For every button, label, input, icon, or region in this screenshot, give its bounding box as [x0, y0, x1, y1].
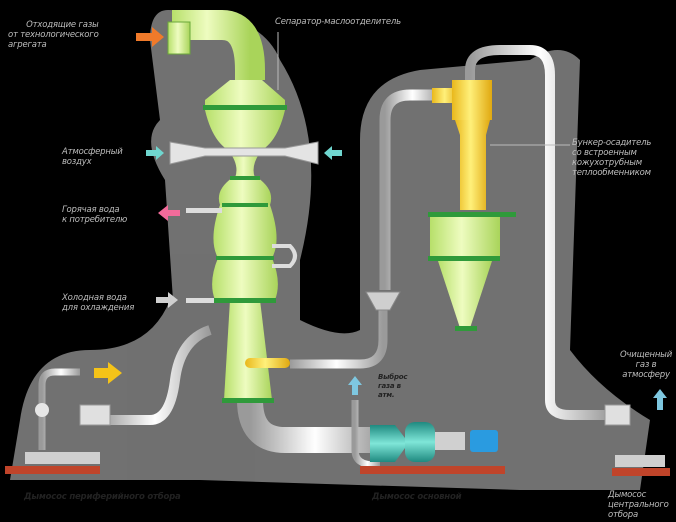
label-line: Отходящие газы	[26, 20, 99, 30]
label-line: теплообменником	[572, 168, 651, 178]
label-line: агрегата	[8, 40, 47, 50]
right-return-pipe	[465, 45, 610, 420]
clean-gas-up-arrow-icon	[653, 389, 667, 410]
label-line: газ в	[635, 360, 657, 370]
label-line: кожухотрубным	[572, 158, 642, 168]
bottom-duct	[237, 399, 380, 453]
label-fan-peripheral: Дымосос периферийного отбора	[24, 492, 181, 502]
label-line: Горячая вода	[62, 205, 120, 215]
riser-pipe	[379, 89, 440, 290]
label-fan-central: Дымосос центрального отбора	[608, 490, 669, 520]
label-line: Очищенный	[620, 350, 673, 360]
label-gas-inlet: Отходящие газы от технологического агрег…	[8, 20, 99, 50]
label-bunker: Бункер-осадитель со встроенным кожухотру…	[572, 138, 651, 178]
central-fan	[604, 404, 670, 476]
air-right-arrow-icon	[324, 146, 342, 160]
label-line: со встроенным	[572, 148, 637, 158]
label-line: для охлаждения	[62, 303, 135, 313]
label-hot-water: Горячая вода к потребителю	[62, 205, 127, 225]
label-line: газа в	[378, 382, 401, 390]
cold-water-arrow-icon	[156, 292, 178, 308]
label-line: атм.	[378, 391, 395, 399]
label-line: Атмосферный	[62, 147, 123, 157]
left-pipes	[95, 325, 215, 470]
lower-pipe	[290, 310, 388, 369]
label-line: центрального	[608, 500, 669, 510]
scrubber-column	[167, 10, 319, 403]
label-emission: Выброс газа в атм.	[378, 373, 408, 400]
label-cold-water: Холодная вода для охлаждения	[62, 293, 134, 313]
label-line: атмосферу	[622, 370, 670, 380]
emission-up-arrow-icon	[348, 376, 362, 395]
air-left-arrow-icon	[146, 146, 164, 160]
label-line: от технологического	[8, 30, 99, 40]
main-fan	[360, 422, 505, 474]
cyclone-bunker	[428, 80, 516, 331]
funnel	[365, 291, 401, 311]
label-line: к потребителю	[62, 215, 128, 225]
label-line: Дымосос	[608, 490, 647, 500]
leader-lines	[277, 32, 570, 146]
label-clean-gas: Очищенный газ в атмосферу	[620, 350, 672, 380]
label-line: воздух	[62, 157, 92, 167]
label-line: отбора	[608, 510, 638, 520]
label-fan-main: Дымосос основной	[372, 492, 462, 502]
label-line: Выброс	[378, 373, 408, 381]
label-atm-air: Атмосферный воздух	[62, 147, 123, 167]
label-separator: Сепаратор-маслоотделитель	[275, 17, 401, 27]
exhaust-arrow-icon	[94, 362, 122, 384]
label-line: Бункер-осадитель	[572, 138, 652, 148]
fan-exhaust-pipe	[351, 400, 380, 469]
gas-inlet-arrow-icon	[136, 27, 164, 47]
peripheral-fan	[5, 368, 111, 474]
hot-water-arrow-icon	[158, 205, 180, 221]
label-line: Холодная вода	[62, 293, 127, 303]
